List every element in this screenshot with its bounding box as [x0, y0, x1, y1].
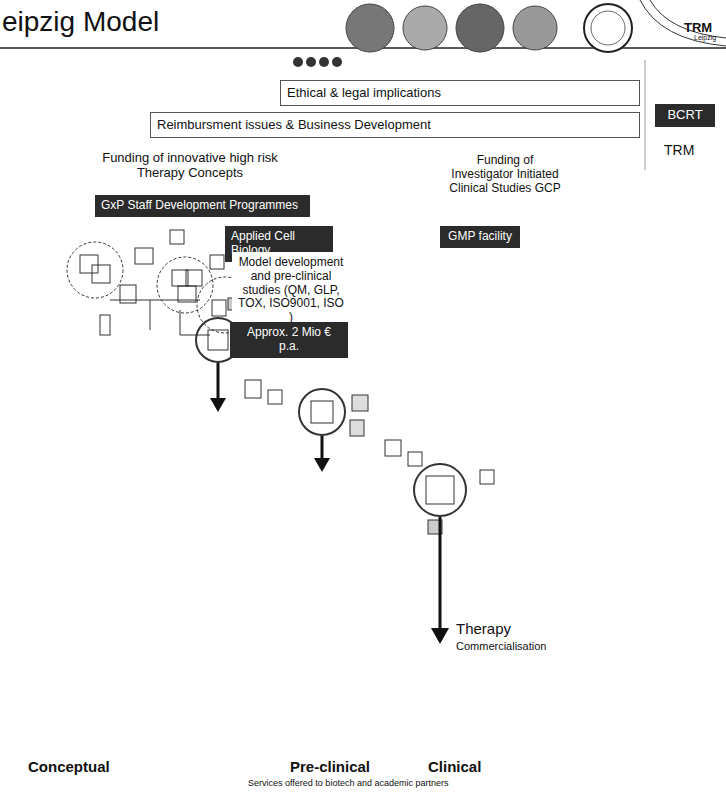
- flow-arrows: [210, 363, 449, 644]
- node-text: Reimbursment issues & Business Developme…: [157, 118, 633, 133]
- node-text: Model development and pre-clinical studi…: [238, 256, 344, 325]
- label: Pre-clinical: [290, 758, 370, 775]
- node-text: Funding of innovative high risk Therapy …: [86, 151, 294, 181]
- dark-band: GxP Staff Development Programmes: [95, 195, 310, 217]
- band: Reimbursment issues & Business Developme…: [150, 112, 640, 138]
- photo-circle: [346, 4, 394, 52]
- label: TRM: [684, 20, 712, 35]
- node-text: Funding of Investigator Initiated Clinic…: [446, 154, 564, 195]
- label: Clinical: [428, 758, 481, 775]
- photo-circle: [403, 6, 447, 50]
- photo-circle: [456, 4, 504, 52]
- label: Conceptual: [28, 758, 110, 775]
- node-text: GMP facility: [446, 230, 514, 244]
- node-text: Approx. 2 Mio € p.a.: [236, 326, 342, 354]
- slide-title: eipzig Model: [2, 6, 159, 38]
- photo-circle: [513, 6, 557, 50]
- divider-line: [645, 60, 646, 170]
- logo-box: BCRT: [655, 104, 715, 127]
- text-box: Funding of Investigator Initiated Clinic…: [440, 144, 570, 206]
- label: TRM: [664, 142, 694, 158]
- text-box: Model development and pre-clinical studi…: [232, 252, 350, 329]
- node-text: BCRT: [661, 108, 709, 123]
- dark-band: Approx. 2 Mio € p.a.: [230, 322, 348, 358]
- concept-squares: [67, 230, 494, 534]
- dark-band: GMP facility: [440, 226, 520, 248]
- logo-swoosh: [640, 0, 726, 46]
- band: Ethical & legal implications: [280, 80, 640, 106]
- label: Services offered to biotech and academic…: [248, 778, 448, 788]
- label: Therapy: [456, 620, 511, 637]
- logo-dots: [293, 57, 342, 67]
- seal-circle: [584, 4, 632, 52]
- node-text: GxP Staff Development Programmes: [101, 199, 304, 213]
- node-text: Ethical & legal implications: [287, 86, 633, 101]
- seal-circle: [591, 11, 625, 45]
- text-box: Funding of innovative high risk Therapy …: [80, 144, 300, 188]
- label: Leipzig: [694, 34, 716, 41]
- label: Commercialisation: [456, 640, 546, 652]
